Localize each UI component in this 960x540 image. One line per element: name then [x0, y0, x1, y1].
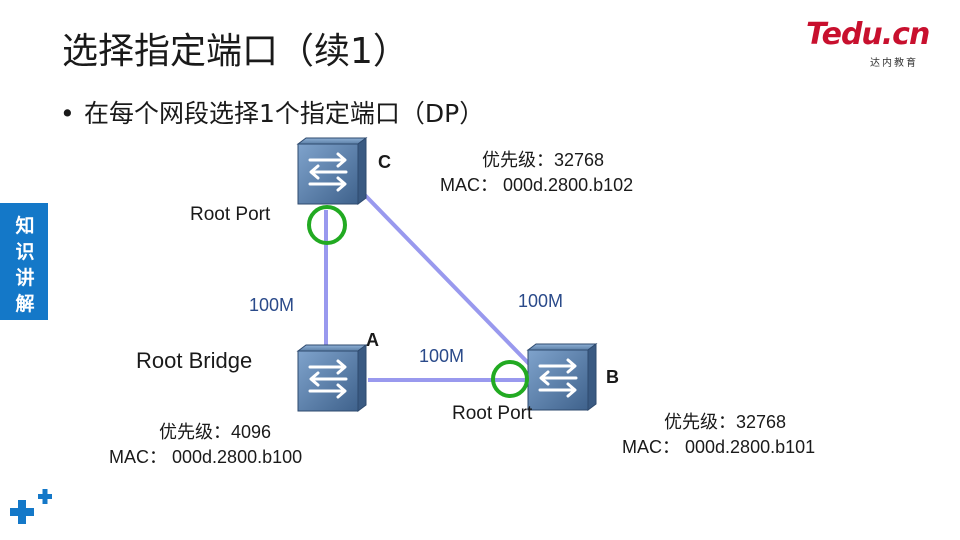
sidebar-char: 识: [15, 241, 35, 263]
root-bridge-label: Root Bridge: [136, 348, 253, 373]
bullet-text: 在每个网段选择1个指定端口（DP）: [84, 99, 485, 128]
switch-a-mac: MAC： 000d.2800.b100: [109, 447, 303, 467]
switch-c-label: C: [378, 152, 391, 172]
root-port-c-label: Root Port: [190, 204, 271, 225]
switch-c-mac: MAC： 000d.2800.b102: [440, 175, 634, 195]
root-port-ring-b: [491, 360, 529, 398]
link-speed-ac: 100M: [249, 295, 295, 315]
switch-b-priority: 优先级：32768: [664, 412, 787, 432]
switch-c-icon: [296, 136, 368, 206]
bullet-dot: •: [60, 99, 75, 128]
switch-c-info: 优先级：32768 MAC： 000d.2800.b102: [440, 148, 633, 198]
bullet-point: • 在每个网段选择1个指定端口（DP）: [60, 94, 484, 130]
link-speed-cb: 100M: [518, 291, 564, 311]
switch-a-priority: 优先级：4096: [159, 422, 272, 442]
logo-text: Tedu.cn: [806, 17, 930, 52]
switch-a-info: 优先级：4096 MAC： 000d.2800.b100: [109, 420, 302, 470]
root-port-ring-c: [307, 205, 347, 245]
sidebar-char: 讲: [15, 267, 35, 289]
logo-subtitle: 达内教育: [870, 58, 918, 69]
switch-c-priority: 优先级：32768: [482, 150, 605, 170]
root-port-b-label: Root Port: [452, 403, 533, 424]
sidebar-char: 解: [15, 293, 35, 315]
sidebar-char: 知: [15, 215, 35, 237]
tedu-logo: Tedu.cn 达内教育: [806, 17, 936, 70]
link-c-b: [358, 188, 537, 372]
sidebar-tab: 知 识 讲 解: [0, 203, 48, 320]
page-title: 选择指定端口（续1）: [62, 31, 409, 72]
switch-a-label: A: [366, 330, 379, 350]
switch-b-info: 优先级：32768 MAC： 000d.2800.b101: [622, 410, 815, 460]
switch-b-label: B: [606, 367, 619, 387]
switch-b-mac: MAC： 000d.2800.b101: [622, 437, 816, 457]
switch-b-icon: [526, 342, 598, 412]
link-speed-ab: 100M: [419, 346, 465, 366]
switch-a-icon: [296, 343, 368, 413]
plus-icon: [10, 489, 52, 524]
